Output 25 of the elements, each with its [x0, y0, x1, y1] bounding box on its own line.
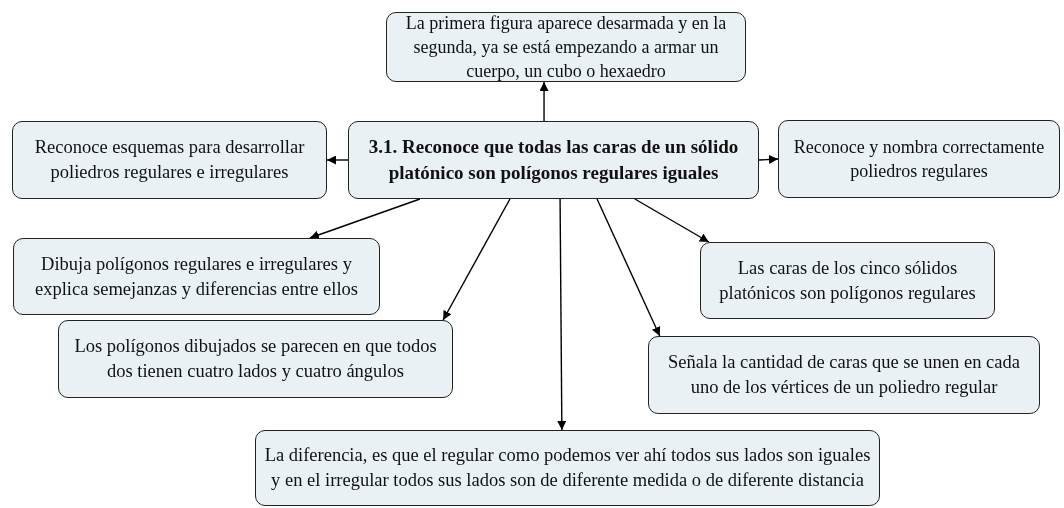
concept-text: Dibuja polígonos regulares e irregulares y explica semejanzas y diferencias entre ellos [33, 252, 360, 301]
concept-text: La diferencia, es que el regular como podemos ver ahí todos sus lados son iguales y en el irregular todos sus lados son de diferente medida o de diferente distancia [264, 444, 871, 492]
concept-box [700, 242, 995, 319]
arrow [539, 81, 549, 122]
arrow [758, 155, 779, 164]
arrow [309, 198, 421, 240]
concept-text: Reconoce esquemas para desarrollar poliedros regulares e irregulares [33, 136, 306, 184]
arrow [596, 198, 661, 337]
arrow [634, 198, 710, 243]
arrow [442, 198, 511, 321]
concept-box [58, 320, 453, 398]
arrow [557, 198, 567, 431]
central-concept-box [348, 121, 759, 199]
concept-text: Señala la cantidad de caras que se unen en cada uno de los vértices de un poliedro regular [667, 351, 1021, 399]
concept-box [12, 121, 327, 199]
concept-box [648, 336, 1040, 414]
concept-box [255, 430, 880, 506]
concept-box [13, 238, 380, 315]
concept-text: La primera figura aparece desarmada y en la segunda, ya se está empezando a armar un cuerpo, un cubo o hexaedro [404, 11, 728, 84]
concept-text: Los polígonos dibujados se parecen en que todos dos tienen cuatro lados y cuatro ángulos [73, 335, 438, 383]
concept-box [778, 120, 1060, 198]
arrow [326, 155, 349, 165]
concept-text: Las caras de los cinco sólidos platónicos son polígonos regulares [718, 256, 977, 305]
concept-text: Reconoce y nombra correctamente poliedros regulares [792, 135, 1046, 183]
concept-text: 3.1. Reconoce que todas las caras de un sólido platónico son polígonos regulares iguales [367, 135, 740, 185]
